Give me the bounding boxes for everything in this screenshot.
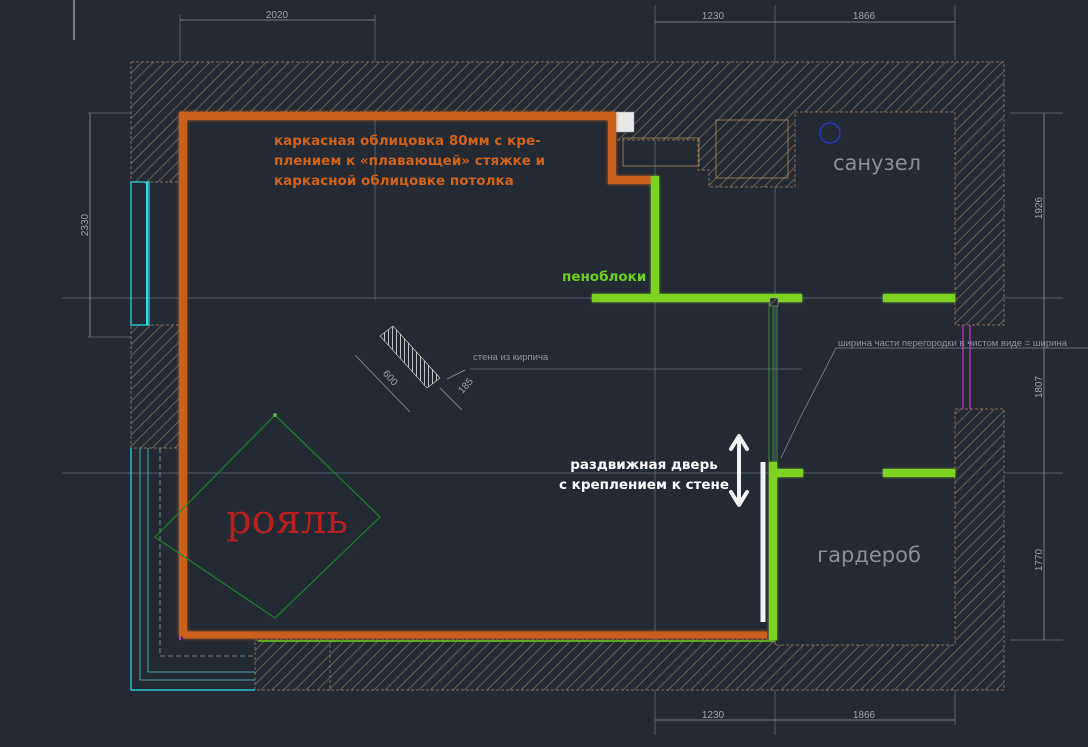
cladding-note-line2: плением к «плавающей» стяжке и [274,153,545,169]
drain-circle [819,122,841,144]
dim-right-bath: 1926 [1034,196,1045,219]
dim-brick-thickness: 185 [456,376,476,396]
frame-cladding [179,112,767,639]
room-bathroom: санузел [833,151,921,175]
door-post [769,297,779,307]
dim-brick-length: 600 [380,368,400,388]
dim-top-mid: 1230 [702,11,725,22]
piano-label: рояль [226,497,348,543]
annotations: каркасная облицовка 80мм с кре- плением … [274,133,1068,493]
windows [130,181,255,691]
dim-left-height: 2330 [80,213,91,236]
dim-top-left: 2020 [266,10,289,21]
room-wardrobe: гардероб [817,543,921,567]
dim-bottom-mid: 1230 [702,710,725,721]
cladding-note-line3: каркасной облицовке потолка [274,173,514,189]
dim-top-right: 1866 [853,11,876,22]
dim-right-wardrobe: 1770 [1034,548,1045,571]
piano-outline [154,414,381,619]
room-labels: санузел гардероб рояль [226,151,921,567]
partition-leader [780,347,1088,459]
door-opening-right [962,325,971,409]
brick-wall-segment [354,325,466,413]
foam-block-walls [592,176,955,640]
sliding-door-note-line1: раздвижная дверь [570,457,718,473]
brick-wall-note: стена из кирпича [473,352,549,363]
dim-bottom-right: 1866 [853,710,876,721]
dim-right-mid: 1807 [1034,375,1045,398]
partition-width-note: ширина части перегородки в чистом виде =… [838,338,1068,349]
door-frame-lines [768,303,778,462]
foam-blocks-note: пеноблоки [562,269,646,285]
double-arrow-icon [729,434,749,507]
cladding-note-line1: каркасная облицовка 80мм с кре- [274,133,541,149]
bathroom-fixtures [622,119,789,179]
dimension-lines [73,0,1045,721]
walls [130,61,1005,691]
sliding-door-note-line2: с креплением к стене [559,477,729,493]
piano-marker [273,413,277,417]
vent-block [613,111,635,133]
